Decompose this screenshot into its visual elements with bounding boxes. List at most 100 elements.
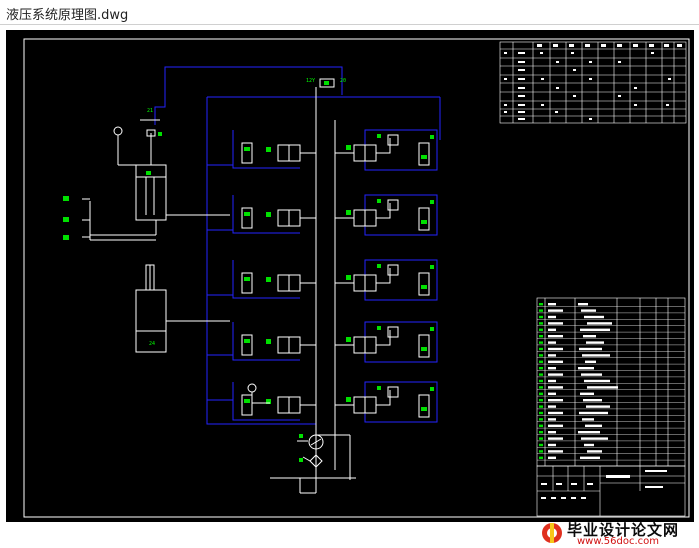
valve-marker [346, 145, 351, 150]
parts-cell-spec [580, 392, 594, 395]
parts-cell-marker [539, 392, 543, 395]
parts-cell-spec [584, 315, 604, 319]
pipe-segment [376, 330, 391, 346]
left-clamps [82, 126, 157, 241]
circuit-loop [232, 260, 300, 299]
circuit-loop [232, 322, 300, 361]
parts-cell-name [548, 322, 563, 325]
cad-drawing-canvas[interactable]: 12Y 20 21 24 [0, 25, 699, 526]
parts-cell-marker [539, 431, 543, 434]
parts-cell-name [548, 405, 556, 408]
label-21: 21 [147, 108, 153, 114]
circuit-loop [232, 130, 300, 169]
parts-cell-marker [539, 411, 543, 415]
solenoid-valve-right [418, 334, 430, 358]
solenoid-marker [421, 285, 427, 289]
parts-cell-spec [586, 341, 604, 344]
parts-cell-spec [584, 379, 610, 383]
check-valve [387, 134, 399, 146]
parts-cell-name [548, 360, 563, 363]
solenoid-marker [421, 347, 427, 351]
title-block [536, 465, 686, 517]
site-watermark: 毕业设计论文网 www.56doc.com [533, 518, 693, 548]
parts-cell-marker [539, 328, 543, 331]
parts-cell-spec [585, 360, 596, 363]
parts-cell-spec [579, 347, 602, 351]
parts-cell-marker [539, 322, 543, 325]
parts-cell-name [548, 437, 563, 440]
parts-cell-marker [539, 379, 543, 383]
pipe-segment [376, 390, 391, 406]
drawing-viewport[interactable]: 12Y 20 21 24 毕业设计论文网 www.56doc.com [0, 25, 699, 547]
parts-cell-name [548, 431, 556, 434]
solenoid-marker-top [430, 387, 434, 391]
parts-cell-spec [581, 373, 602, 376]
parts-cell-name [548, 354, 556, 357]
parts-cell-spec [585, 424, 602, 427]
parts-cell-spec [587, 450, 602, 453]
parts-cell-marker [539, 418, 543, 421]
valve-marker [346, 397, 351, 402]
check-marker [377, 199, 381, 203]
solenoid-marker-top [430, 327, 434, 331]
parts-cell-spec [584, 443, 594, 447]
solenoid-marker [421, 407, 427, 411]
parts-cell-name [548, 424, 563, 427]
parts-cell-spec [580, 456, 600, 459]
parts-cell-name [548, 456, 556, 459]
parts-cell-marker [539, 424, 543, 427]
parts-cell-spec [579, 411, 608, 415]
valve-marker [346, 275, 351, 280]
parts-list-rows [537, 303, 685, 461]
parts-cell-marker [539, 341, 543, 344]
solenoid-valve-left [241, 334, 253, 356]
parts-cell-name [548, 450, 563, 453]
solenoid-valve-left [241, 207, 253, 229]
parts-cell-name [548, 379, 556, 383]
check-marker [377, 134, 381, 138]
check-valve [387, 386, 399, 398]
solenoid-marker [421, 220, 427, 224]
revision-table [499, 41, 687, 124]
parts-cell-spec [581, 309, 596, 312]
valve-marker [346, 337, 351, 342]
solenoid-valve-right [418, 272, 430, 296]
parts-cell-marker [539, 437, 543, 440]
parts-cell-marker [539, 347, 543, 351]
parts-cell-name [548, 386, 563, 389]
hydraulic-lines [154, 66, 441, 425]
solenoid-marker [244, 277, 250, 281]
solenoid-marker [244, 147, 250, 151]
parts-cell-spec [587, 386, 618, 389]
top-valve-label-12y: 12Y [306, 78, 315, 84]
parts-cell-name [548, 315, 556, 319]
valve-marker [266, 212, 271, 217]
parts-cell-marker [539, 303, 543, 306]
parts-cell-spec [580, 328, 610, 331]
check-valve [387, 326, 399, 338]
solenoid-marker-top [430, 200, 434, 204]
parts-cell-spec [581, 437, 608, 440]
parts-cell-marker [539, 405, 543, 408]
revision-table-cells [504, 44, 682, 120]
parts-cell-spec [578, 303, 588, 306]
parts-cell-name [548, 411, 563, 415]
top-valve-marker [324, 81, 329, 85]
pump-motor-group [297, 434, 324, 468]
circuit-loop [232, 382, 300, 421]
pipe-segment [376, 138, 391, 154]
solenoid-marker [421, 155, 427, 159]
parts-cell-marker [539, 360, 543, 363]
solenoid-valve-left [241, 394, 253, 416]
parts-cell-name [548, 399, 563, 402]
parts-cell-spec [578, 431, 600, 434]
parts-cell-name [548, 347, 563, 351]
valve-marker [266, 277, 271, 282]
parts-cell-name [548, 373, 563, 376]
parts-cell-spec [587, 322, 612, 325]
valve-marker [266, 339, 271, 344]
solenoid-valve-right [418, 394, 430, 418]
check-marker [377, 326, 381, 330]
solenoid-marker [244, 399, 250, 403]
pressure-gauge-left [247, 383, 270, 404]
